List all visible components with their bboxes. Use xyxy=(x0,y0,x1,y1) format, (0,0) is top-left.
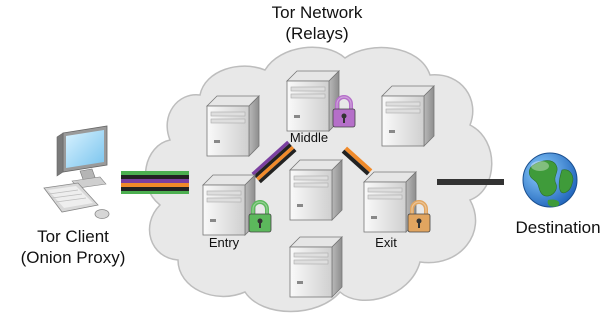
globe-icon xyxy=(522,152,578,208)
relay-label-middle: Middle xyxy=(289,130,329,145)
network-title-line1: Tor Network xyxy=(271,3,363,22)
server-icon xyxy=(286,70,340,132)
computer-icon xyxy=(43,125,110,219)
network-title-line2: (Relays) xyxy=(285,24,349,43)
client-circuit-cable xyxy=(121,171,189,194)
entry-middle-cable xyxy=(251,140,297,184)
server-icon xyxy=(206,95,260,157)
client-label-line1: Tor Client xyxy=(37,227,109,246)
server-icon xyxy=(289,159,343,221)
relay-label-entry: Entry xyxy=(208,235,240,250)
exit-destination-link xyxy=(437,179,504,185)
server-icon xyxy=(289,236,343,298)
destination-label: Destination xyxy=(515,218,601,237)
middle-exit-cable xyxy=(341,146,373,176)
server-icon xyxy=(381,85,435,147)
client-label-line2: (Onion Proxy) xyxy=(20,248,126,267)
relay-label-exit: Exit xyxy=(375,235,397,250)
server-icon xyxy=(202,174,256,236)
